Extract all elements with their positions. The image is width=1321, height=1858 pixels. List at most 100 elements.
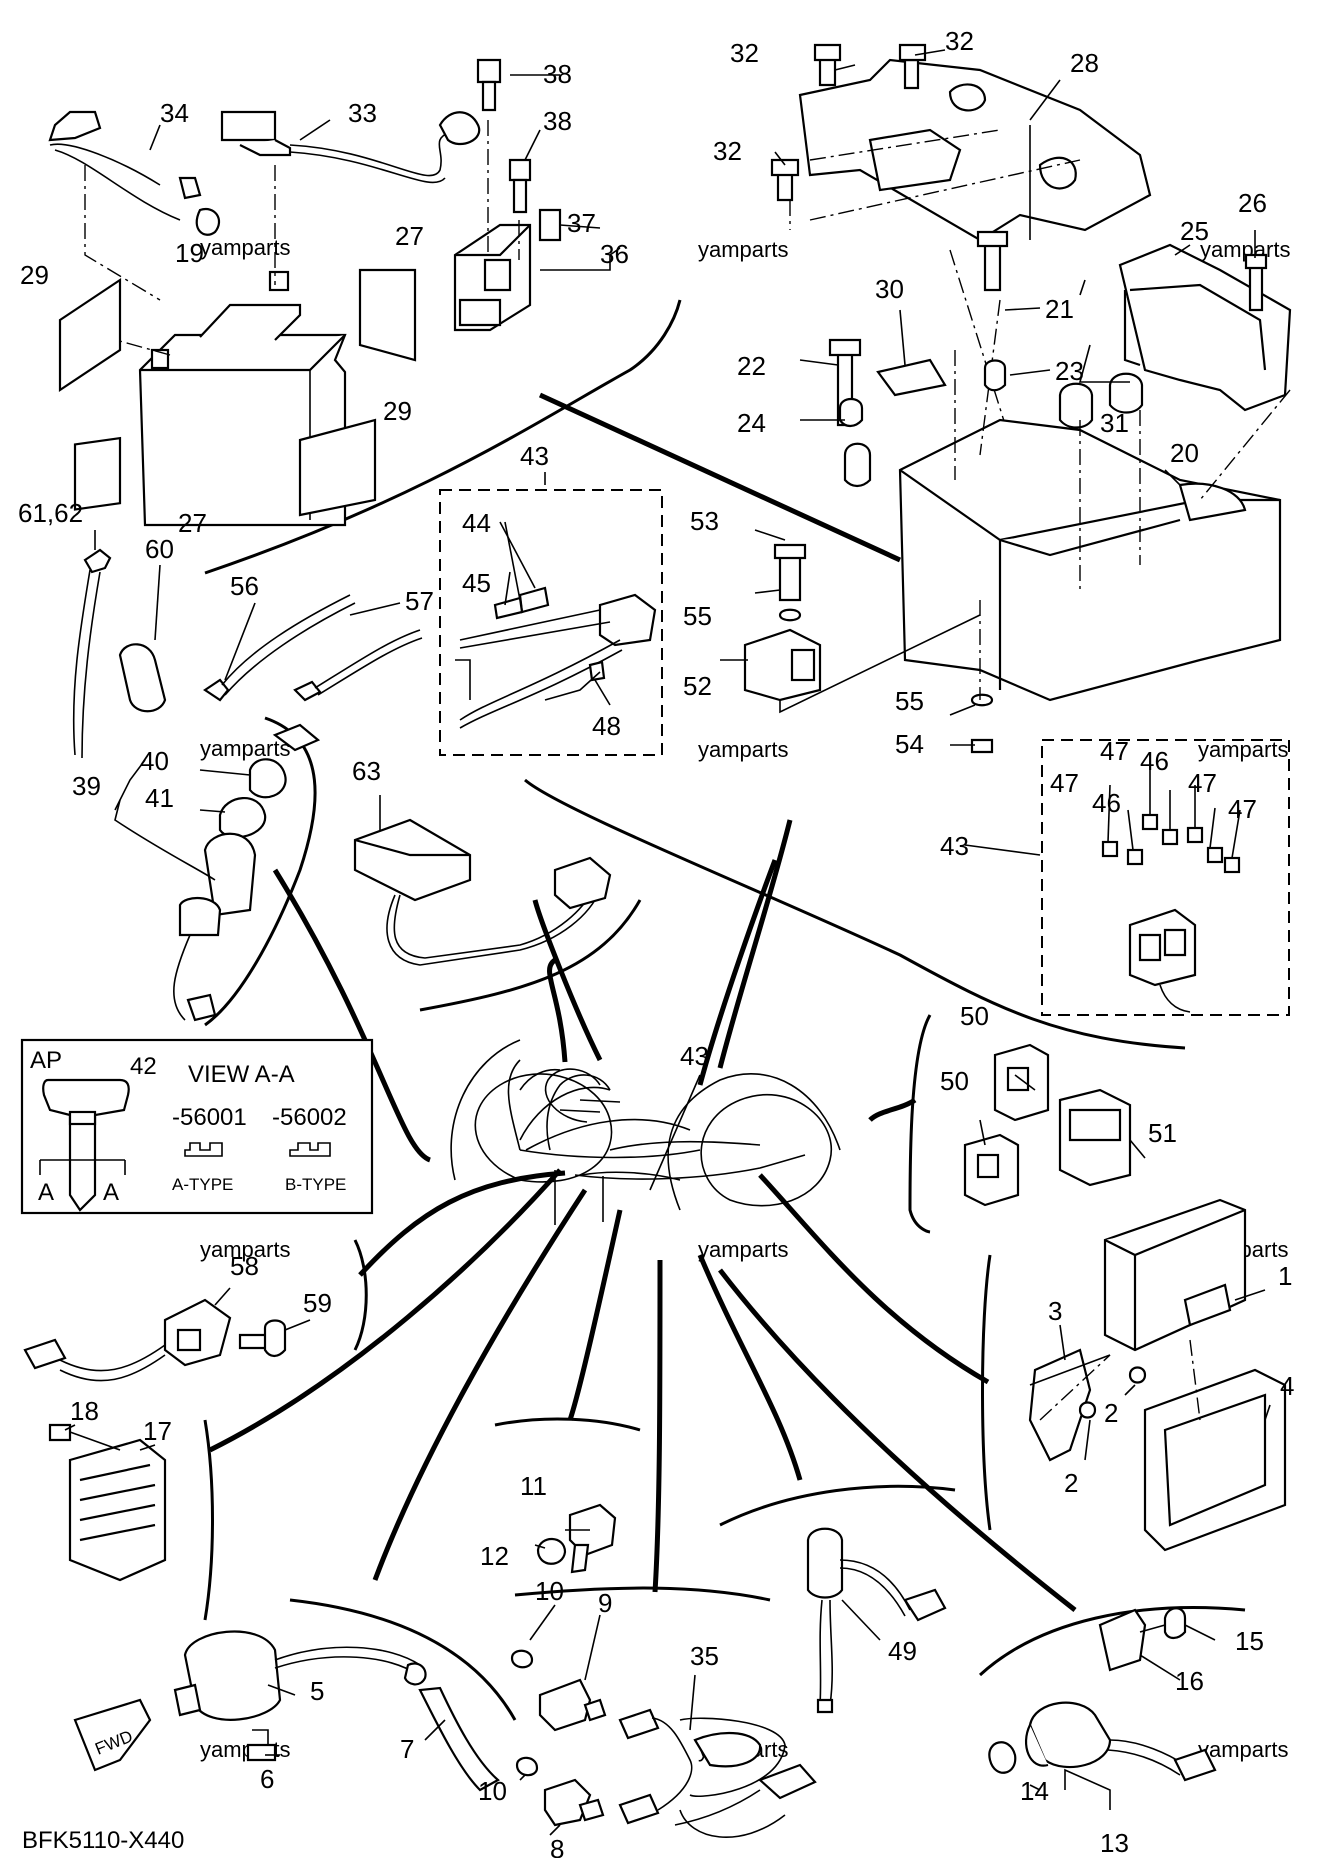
ap-label: AP: [30, 1047, 62, 1074]
part-label: 4: [1280, 1371, 1294, 1401]
part-label: 45: [462, 568, 491, 598]
part-label: 29: [20, 260, 49, 290]
battery-band: [1118, 243, 1292, 412]
part-label: 43: [520, 441, 549, 471]
part-label: 27: [395, 221, 424, 251]
part-label: 26: [1238, 188, 1267, 218]
part-label: 52: [683, 671, 712, 701]
battery-pads: [58, 268, 417, 517]
relay-52: [743, 543, 994, 754]
part-label: 32: [730, 38, 759, 68]
part-label: 15: [1235, 1626, 1264, 1656]
watermark: yamparts: [200, 235, 290, 260]
part-label: 18: [70, 1396, 99, 1426]
part-label: 12: [480, 1541, 509, 1571]
part-label: 11: [520, 1471, 547, 1501]
part-label: 23: [1055, 356, 1084, 386]
section-a-left: A: [38, 1179, 54, 1206]
part-label: 32: [713, 136, 742, 166]
part-label: 43: [940, 831, 969, 861]
watermark: yamparts: [1198, 1737, 1288, 1762]
wire-harness-inset: [439, 489, 663, 756]
battery-box: [898, 299, 1291, 702]
watermark: yamparts: [1198, 737, 1288, 762]
part-label: 40: [140, 746, 169, 776]
part-label: 22: [737, 351, 766, 381]
part-label: 28: [1070, 48, 1099, 78]
part-label: 14: [1020, 1776, 1049, 1806]
watermark: yamparts: [698, 1237, 788, 1262]
cable-ties: [72, 548, 423, 759]
part-label: 48: [592, 711, 621, 741]
part-label: 7: [400, 1734, 414, 1764]
part-label: 60: [145, 534, 174, 564]
starter-relay: [453, 58, 562, 332]
watermark: yamparts: [698, 737, 788, 762]
part-label: 33: [348, 98, 377, 128]
vehicle-silhouette: [450, 1039, 841, 1225]
watermark: yamparts: [200, 1737, 290, 1762]
part-label: 51: [1148, 1118, 1177, 1148]
leader-lines: [64, 49, 1271, 1836]
watermark: yamparts: [698, 237, 788, 262]
part-label: 49: [888, 1636, 917, 1666]
diagram-code: BFK5110-X440: [22, 1827, 184, 1854]
ecu: [1028, 1198, 1287, 1552]
ignition-coil-5: FWD: [73, 1630, 500, 1792]
part-label: 50: [940, 1066, 969, 1096]
part-label: 34: [160, 98, 189, 128]
part-label: 44: [462, 508, 491, 538]
sensor-9-8: [510, 1649, 607, 1827]
fwd-arrow-icon: [73, 1698, 152, 1772]
part-label: 54: [895, 729, 924, 759]
part-label: 21: [1045, 294, 1074, 324]
part-label: 25: [1180, 216, 1209, 246]
part-label: 32: [945, 26, 974, 56]
battery: [79, 165, 347, 527]
part-label: 31: [1100, 408, 1129, 438]
key-icon: [42, 1078, 130, 1212]
part-label: 50: [960, 1001, 989, 1031]
part-label: 10: [478, 1776, 507, 1806]
relays-50-51: [963, 1043, 1132, 1207]
part-label: 47: [1188, 768, 1217, 798]
part-label: 19: [175, 238, 204, 268]
part-label: 20: [1170, 438, 1199, 468]
part-label: 58: [230, 1251, 259, 1281]
part-label: 38: [543, 59, 572, 89]
part-label: 1: [1278, 1261, 1292, 1291]
watermark: yamparts: [200, 1237, 290, 1262]
rectifier-17: [48, 1423, 167, 1582]
view-title: VIEW A-A: [188, 1061, 295, 1088]
sensor-11: [536, 1503, 617, 1574]
key-inset: AP 42 VIEW A-A -56001 -56002 A-TYPE B-TY…: [20, 1038, 374, 1215]
small-parts-top-right: [770, 43, 1268, 488]
sensor-49: [806, 1527, 947, 1714]
part-label: 6: [260, 1764, 274, 1794]
part-label: 10: [535, 1576, 564, 1606]
part-label: 29: [383, 396, 412, 426]
lamp-63: [353, 818, 612, 966]
type-a: A-TYPE: [172, 1175, 233, 1194]
part-label: 46: [1140, 746, 1169, 776]
part-label: 13: [1100, 1828, 1129, 1858]
part-label: 5: [310, 1676, 324, 1706]
part-label: 2: [1104, 1398, 1118, 1428]
part-label: 47: [1050, 768, 1079, 798]
part-label: 47: [1100, 736, 1129, 766]
part-label: 41: [145, 783, 174, 813]
code-a: -56001: [172, 1104, 247, 1131]
wire-35: [618, 1708, 817, 1838]
part-label: 38: [543, 106, 572, 136]
part-label: 35: [690, 1641, 719, 1671]
part-label: 61,62: [18, 498, 83, 528]
part-label: 53: [690, 506, 719, 536]
part-label: 9: [598, 1588, 612, 1618]
part-label: 24: [737, 408, 766, 438]
part-callouts: 1 2 2 3 4 5 6 7 8 9 10 10 11 12 13 14 15…: [18, 26, 1294, 1858]
part-label: 47: [1228, 794, 1257, 824]
part-label: 30: [875, 274, 904, 304]
part-label: 27: [178, 508, 207, 538]
part-label: 16: [1175, 1666, 1204, 1696]
part-label: 3: [1048, 1296, 1062, 1326]
